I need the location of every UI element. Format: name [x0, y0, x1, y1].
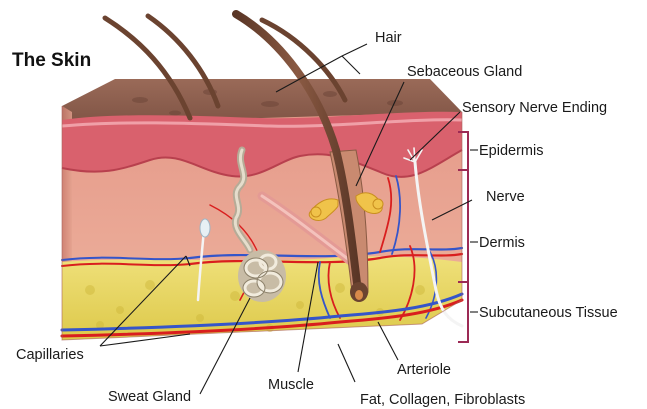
- label-nerve: Nerve: [486, 189, 525, 205]
- label-arteriole: Arteriole: [397, 362, 451, 378]
- label-sensory-nerve-ending: Sensory Nerve Ending: [462, 100, 607, 116]
- diagram-title: The Skin: [12, 50, 91, 71]
- sweat-gland-coil: [238, 250, 286, 302]
- label-sweat-gland: Sweat Gland: [108, 389, 191, 405]
- label-muscle: Muscle: [268, 377, 314, 393]
- label-dermis: Dermis: [479, 235, 525, 251]
- label-subcutaneous-tissue: Subcutaneous Tissue: [479, 305, 618, 321]
- pacinian-corpuscle: [200, 219, 210, 237]
- label-sebaceous-gland: Sebaceous Gland: [407, 64, 522, 80]
- label-fat-collagen-fibroblasts: Fat, Collagen, Fibroblasts: [360, 392, 525, 408]
- label-epidermis: Epidermis: [479, 143, 543, 159]
- label-hair: Hair: [375, 30, 402, 46]
- label-capillaries: Capillaries: [16, 347, 84, 363]
